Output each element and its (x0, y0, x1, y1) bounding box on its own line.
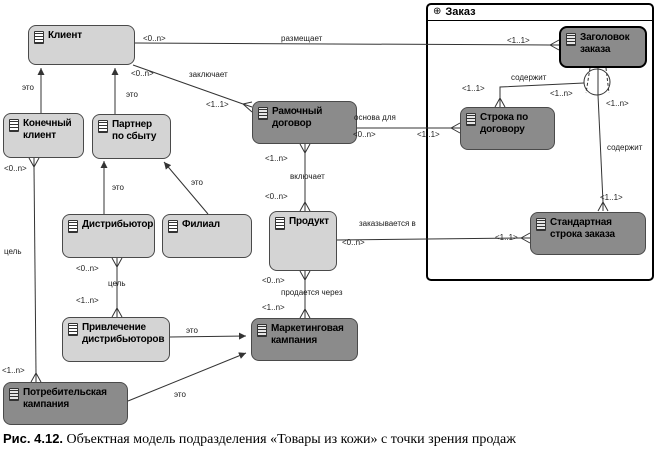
node-distributor[interactable]: Дистрибьютор (62, 214, 155, 258)
class-icon (68, 220, 78, 233)
node-branch[interactable]: Филиал (162, 214, 252, 258)
class-icon (98, 120, 108, 133)
edge-label-is-a: это (126, 90, 138, 99)
edge-label-is-a: это (174, 390, 186, 399)
edge-multiplicity: <1..n> (265, 154, 288, 163)
edge-multiplicity: <1..n> (2, 366, 25, 375)
edge-label-is-a: это (191, 178, 203, 187)
is-a-arrows (37, 68, 247, 402)
node-label: Филиал (182, 219, 220, 230)
node-label: Клиент (48, 30, 82, 41)
order-frame-title: Заказ (445, 6, 476, 18)
node-end-client[interactable]: Конечный клиент (3, 113, 84, 158)
xor-constraint-circle (583, 68, 611, 96)
node-label: Дистрибьютор (82, 219, 154, 230)
edge-label-includes: включает (290, 172, 325, 181)
class-icon (34, 31, 44, 44)
edge-multiplicity: <0..n> (131, 69, 154, 78)
edge-label-goal: цель (108, 279, 126, 288)
edge-multiplicity: <1..1> (507, 36, 530, 45)
edge-label-concludes: заключает (189, 70, 228, 79)
class-icon (258, 107, 268, 120)
edge-label-contains: содержит (607, 143, 643, 152)
class-icon (257, 324, 267, 337)
xor-constraint (583, 67, 611, 96)
class-icon (566, 33, 576, 46)
connector-layer (28, 39, 611, 402)
class-icon (168, 220, 178, 233)
association-lines (33, 42, 604, 374)
edge-label-goal: цель (4, 247, 22, 256)
node-product[interactable]: Продукт (269, 211, 337, 271)
edge-multiplicity: <0..n> (143, 34, 166, 43)
node-distributor-recruitment[interactable]: Привлечение дистрибьюторов (62, 317, 170, 362)
node-frame-contract[interactable]: Рамочный договор (252, 101, 357, 144)
edge-multiplicity: <0..n> (76, 264, 99, 273)
edge-multiplicity: <0..n> (262, 276, 285, 285)
edge-multiplicity: <0..n> (265, 192, 288, 201)
edge-label-is-a: это (22, 83, 34, 92)
node-label: Строка по договору (480, 112, 529, 135)
node-label: Привлечение дистрибьюторов (82, 322, 165, 345)
edge-multiplicity: <0..n> (4, 164, 27, 173)
class-icon (466, 113, 476, 126)
node-order-header[interactable]: Заголовок заказа (559, 26, 647, 68)
crow-foot-connectors (28, 39, 609, 383)
edge-label-basis-for: основа для (354, 113, 396, 122)
node-label: Стандартная строка заказа (550, 217, 615, 240)
edge-label-is-a: это (112, 183, 124, 192)
edge-multiplicity: <0..n> (342, 238, 365, 247)
class-icon (536, 218, 546, 231)
node-consumer-campaign[interactable]: Потребительская кампания (3, 382, 128, 425)
node-label: Партнер по сбыту (112, 119, 157, 142)
node-label: Заголовок заказа (580, 32, 630, 55)
edge-label-places: размещает (281, 34, 323, 43)
class-icon (9, 388, 19, 401)
package-icon: ⊕ (433, 6, 442, 17)
class-icon (9, 119, 19, 132)
figure-caption: Рис. 4.12. Объектная модель подразделени… (3, 431, 659, 448)
node-label: Маркетинговая кампания (271, 323, 344, 346)
edge-label-contains: содержит (511, 73, 547, 82)
edge-multiplicity: <1..1> (495, 233, 518, 242)
node-client[interactable]: Клиент (28, 25, 135, 65)
edge-multiplicity: <1..n> (262, 303, 285, 312)
edge-multiplicity: <1..1> (417, 130, 440, 139)
node-marketing-campaign[interactable]: Маркетинговая кампания (251, 318, 358, 361)
edge-multiplicity: <1..1> (462, 84, 485, 93)
node-sales-partner[interactable]: Партнер по сбыту (92, 114, 171, 159)
edge-multiplicity: <1..n> (76, 296, 99, 305)
edge-multiplicity: <1..1> (206, 100, 229, 109)
class-icon (275, 217, 285, 230)
edge-multiplicity: <1..1> (600, 193, 623, 202)
class-icon (68, 323, 78, 336)
edge-multiplicity: <0..n> (353, 130, 376, 139)
order-frame: ⊕ Заказ (426, 3, 654, 281)
node-label: Продукт (289, 216, 329, 227)
edge-label-is-a: это (186, 326, 198, 335)
order-frame-header: ⊕ Заказ (428, 5, 652, 21)
figure-caption-number: Рис. 4.12. (3, 431, 64, 446)
figure-caption-text: Объектная модель подразделения «Товары и… (66, 432, 516, 447)
edge-label-ordered-in: заказывается в (359, 219, 416, 228)
edge-multiplicity: <1..n> (550, 89, 573, 98)
node-label: Потребительская кампания (23, 387, 107, 410)
node-label: Рамочный договор (272, 106, 323, 129)
edge-multiplicity: <1..n> (606, 99, 629, 108)
node-standard-order-line[interactable]: Стандартная строка заказа (530, 212, 646, 255)
edge-label-sold-via: продается через (281, 288, 343, 297)
node-label: Конечный клиент (23, 118, 72, 141)
node-contract-line[interactable]: Строка по договору (460, 107, 555, 150)
